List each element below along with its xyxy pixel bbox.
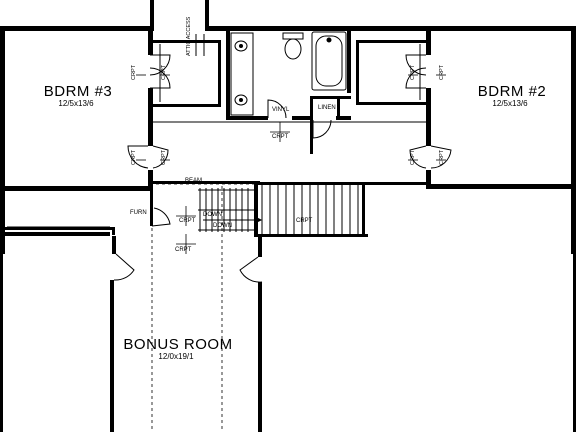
crpt-label-bdrm2-closet: CRPT: [410, 64, 416, 80]
vinyl-label: VINYL: [272, 107, 290, 113]
note-labels: ATTIC ACCESS VINYL LINEN BEAM FURN DOWN …: [130, 16, 445, 253]
bdrm3-dims: 12/5x13/6: [58, 99, 94, 108]
interior-lines: [1, 44, 575, 234]
toilet-tank: [282, 32, 304, 40]
attic-access-label: ATTIC ACCESS: [186, 16, 192, 56]
crpt-label-hall-right: CRPT: [410, 149, 416, 165]
sink-basin-lower: [234, 94, 248, 106]
vanity: [230, 32, 254, 116]
crpt-label-bdrm2-closet-inner: CRPT: [439, 64, 445, 80]
down-label-lower: DOWN: [213, 223, 232, 229]
bonus-dims: 12/0x19/1: [158, 352, 194, 361]
door-swings: [113, 34, 452, 283]
sink-basin-upper: [234, 40, 248, 52]
bathtub: [311, 31, 347, 91]
beam-lines: [150, 183, 258, 432]
stair-arrow: [203, 216, 263, 224]
crpt-label-stair: CRPT: [296, 218, 313, 224]
crpt-label-bonus: CRPT: [175, 247, 192, 253]
down-label-upper: DOWN: [203, 212, 222, 218]
crpt-label-bdrm3-door: CRPT: [131, 149, 137, 165]
linen-label: LINEN: [318, 105, 336, 111]
crpt-label-bdrm2-door: CRPT: [439, 149, 445, 165]
bdrm3-name: BDRM #3: [44, 83, 113, 100]
room-labels: BDRM #3 12/5x13/6 BDRM #2 12/5x13/6 BONU…: [44, 83, 547, 361]
transition-markers: [136, 74, 446, 254]
bonus-name: BONUS ROOM: [123, 336, 232, 353]
bdrm2-dims: 12/5x13/6: [492, 99, 528, 108]
crpt-label-bdrm3-closet: CRPT: [131, 64, 137, 80]
toilet-bowl: [284, 38, 302, 60]
bdrm2-name: BDRM #2: [478, 83, 547, 100]
crpt-label-furn: CRPT: [179, 218, 196, 224]
furn-label: FURN: [130, 210, 147, 216]
bathroom-fixtures: [230, 31, 347, 116]
crpt-label-hall-left: CRPT: [161, 149, 167, 165]
crpt-label-bdrm3-closet-inner: CRPT: [161, 64, 167, 80]
beam-label: BEAM: [185, 178, 202, 184]
